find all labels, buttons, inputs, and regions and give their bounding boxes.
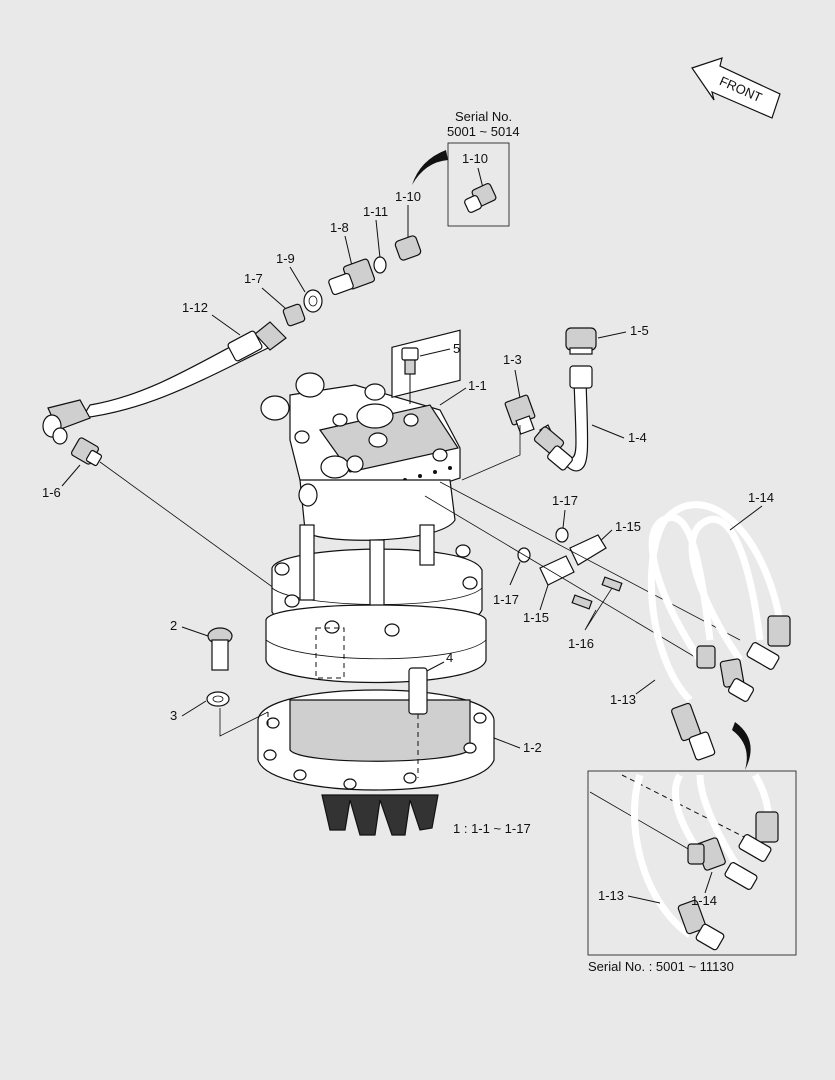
fitting-chain: 1-10 1-11 1-8 1-9 1-7 xyxy=(244,189,422,327)
part-1-10-icon xyxy=(394,235,422,261)
label-4: 4 xyxy=(446,650,453,665)
oring-1-11-icon xyxy=(373,256,387,274)
label-1-10: 1-10 xyxy=(395,189,421,204)
front-arrow-icon: FRONT xyxy=(691,57,781,119)
label-1-8: 1-8 xyxy=(330,220,349,235)
label-1-1: 1-1 xyxy=(468,378,487,393)
label-3: 3 xyxy=(170,708,177,723)
pin-4: 4 xyxy=(408,650,453,778)
washer-1-9-icon xyxy=(303,289,323,313)
washer-3: 3 xyxy=(170,691,269,737)
serial-inset-top: Serial No. 5001 ~ 5014 1-10 xyxy=(412,109,520,227)
flange-parts: 1-17 1-15 1-17 1-15 1-16 xyxy=(424,481,741,661)
label-1-3: 1-3 xyxy=(503,352,522,367)
hoses-1-13-1-14: 1-14 1-13 xyxy=(610,490,791,761)
bolt-2: 2 xyxy=(170,618,233,671)
serial-top-title: Serial No. xyxy=(455,109,512,124)
label-1-9: 1-9 xyxy=(276,251,295,266)
label-1-13-inset: 1-13 xyxy=(598,888,624,903)
label-1-11: 1-11 xyxy=(363,204,388,219)
callout-arrow-bottom-icon xyxy=(732,722,751,770)
label-5: 5 xyxy=(453,341,460,356)
label-1-15b: 1-15 xyxy=(523,610,549,625)
serial-bottom-label: Serial No. : 5001 ~ 11130 xyxy=(588,959,734,974)
serial-top-range: 5001 ~ 5014 xyxy=(447,124,520,139)
cap-1-5: 1-5 xyxy=(565,323,649,355)
label-1-10-inset: 1-10 xyxy=(462,151,488,166)
hose-1-12: 1-12 xyxy=(42,300,287,445)
bolt-5: 5 xyxy=(401,341,460,404)
assembly-note: 1 : 1-1 ~ 1-17 xyxy=(453,821,531,836)
adapter-1-8-icon xyxy=(328,258,376,296)
label-1-14: 1-14 xyxy=(748,490,774,505)
label-1-17a: 1-17 xyxy=(552,493,578,508)
label-1-12: 1-12 xyxy=(182,300,208,315)
fitting-1-10-inset-icon xyxy=(464,183,497,213)
label-1-15a: 1-15 xyxy=(615,519,641,534)
label-1-13: 1-13 xyxy=(610,692,636,707)
label-1-14-inset: 1-14 xyxy=(691,893,717,908)
nut-1-7-icon xyxy=(282,303,306,327)
label-1-16: 1-16 xyxy=(568,636,594,651)
label-1-5: 1-5 xyxy=(630,323,649,338)
fitting-1-3: 1-3 xyxy=(461,352,536,481)
label-1-7: 1-7 xyxy=(244,271,263,286)
label-1-6: 1-6 xyxy=(42,485,61,500)
label-2: 2 xyxy=(170,618,177,633)
serial-inset-bottom: 1-13 1-14 Serial No. : 5001 ~ 11130 xyxy=(587,770,797,974)
label-1-17b: 1-17 xyxy=(493,592,519,607)
swing-motor-body xyxy=(257,329,495,836)
pipe-1-4: 1-4 xyxy=(533,365,647,472)
callout-arrow-icon xyxy=(412,150,448,185)
label-1-4: 1-4 xyxy=(628,430,647,445)
label-1-2: 1-2 xyxy=(523,740,542,755)
